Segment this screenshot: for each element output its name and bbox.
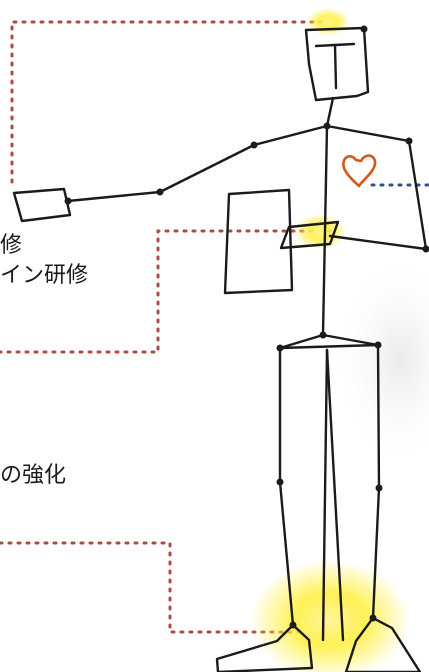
label-strengthen: の強化 xyxy=(0,463,67,488)
stick-figure xyxy=(12,26,428,672)
figure-shadow xyxy=(330,250,429,470)
figure-clipboard xyxy=(223,188,294,295)
figure-head xyxy=(304,26,370,102)
figure-inner-left-leg xyxy=(321,348,329,642)
head-glow xyxy=(306,8,350,36)
figure-right-upper-arm xyxy=(325,124,411,143)
figure-face-nose xyxy=(333,43,338,90)
label-online-training: イン研修 xyxy=(0,263,89,288)
connector-feet-line xyxy=(0,541,302,634)
figure-right-forearm xyxy=(407,139,428,251)
label-training: 修 xyxy=(0,233,23,258)
figure-neck xyxy=(325,96,335,128)
figure-right-foot xyxy=(344,616,422,672)
connector-hand-line xyxy=(0,229,332,354)
figure-left-hand xyxy=(12,187,72,223)
figure-left-foot xyxy=(215,623,314,672)
feet-glow xyxy=(250,560,410,672)
figure-spine xyxy=(321,124,329,337)
connector-head-line xyxy=(10,20,324,188)
heart-icon xyxy=(342,154,377,188)
figure-inner-right-leg xyxy=(325,348,345,642)
figure-pelvis xyxy=(278,333,380,350)
figure-right-hand-arm xyxy=(328,234,428,251)
joint-dots xyxy=(64,25,429,629)
figure-right-hand xyxy=(279,220,340,250)
figure-left-upper-arm xyxy=(252,124,329,147)
